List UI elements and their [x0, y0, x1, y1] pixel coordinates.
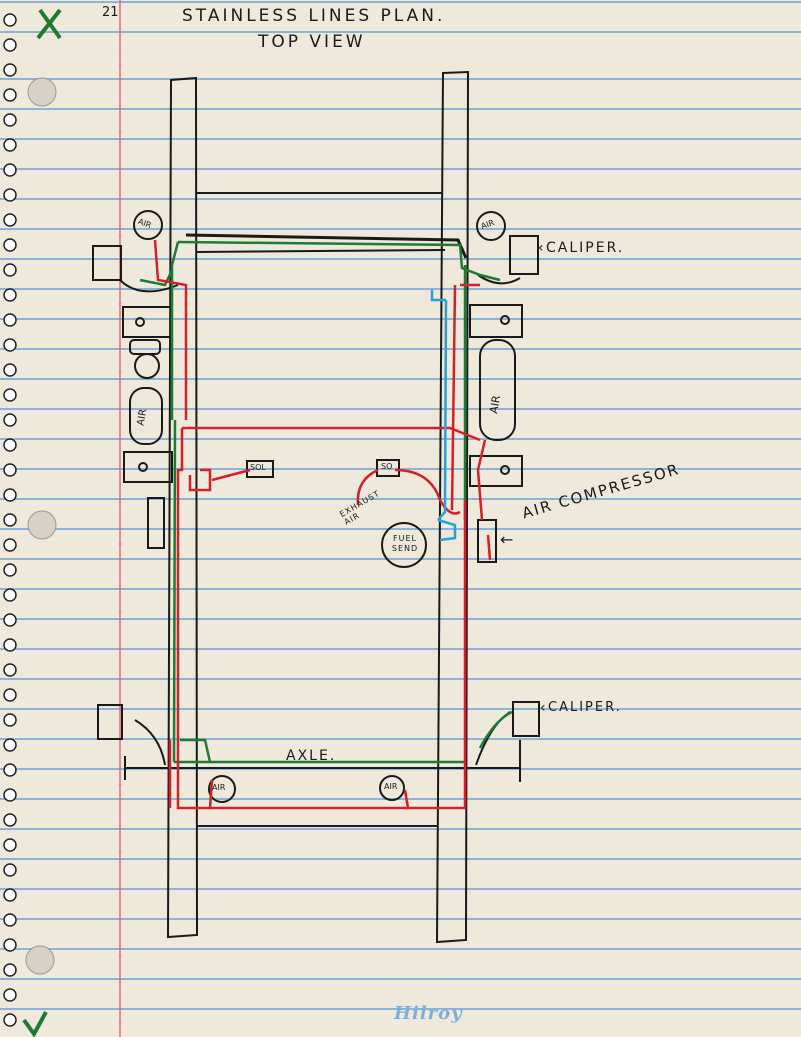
label-sol: SOL — [250, 463, 266, 472]
label-air-rear-left: AIR — [212, 783, 226, 792]
sol-box — [376, 459, 400, 477]
axle — [124, 740, 521, 782]
red-lines — [153, 239, 492, 810]
fuel-send-circle — [381, 522, 427, 568]
left-front-caliper-box — [92, 245, 122, 281]
left-frame-rail — [166, 76, 199, 939]
left-valve — [147, 497, 165, 549]
air-bag-front-right — [476, 211, 506, 241]
left-bracket-2 — [123, 451, 173, 483]
left-small-tank — [129, 339, 161, 355]
right-bracket-2 — [469, 455, 523, 487]
right-front-caliper-box — [509, 235, 539, 275]
arrow-air-compressor: ← — [500, 530, 516, 549]
right-air-bag-mid — [479, 339, 516, 441]
rear-left-caliper-box — [97, 704, 123, 740]
wheel-arc-rear-left — [134, 719, 166, 766]
black-brake-line — [185, 233, 468, 259]
left-small-fitting — [134, 353, 160, 379]
left-bracket-1 — [122, 306, 172, 338]
air-bag-rear-left — [208, 775, 236, 803]
rear-right-caliper-box — [512, 701, 540, 737]
air-bag-front-left — [133, 210, 163, 240]
left-air-bag-mid — [129, 387, 163, 445]
label-caliper-front: CALIPER. — [546, 240, 625, 256]
sol-box-2 — [246, 460, 274, 478]
right-bracket-1 — [469, 304, 523, 338]
arrow-caliper-rear: ‹ — [540, 700, 548, 716]
label-caliper-rear: CALIPER. — [548, 700, 622, 715]
crossmember-upper — [195, 249, 446, 253]
page-subtitle: TOP VIEW — [258, 32, 366, 52]
binder-punch-holes — [25, 77, 57, 975]
label-so: SO — [381, 462, 393, 471]
frame — [166, 70, 470, 944]
label-axle: AXLE. — [286, 748, 337, 764]
brand-logo: Hilroy — [394, 1003, 463, 1024]
spiral-binding — [3, 13, 17, 1027]
arrow-caliper-front: ‹ — [538, 240, 546, 256]
green-lines — [139, 240, 513, 764]
label-fuel-send: FUEL SEND — [391, 534, 419, 553]
wheel-arc-rear-right — [475, 711, 511, 766]
air-bag-rear-right — [379, 775, 405, 801]
label-air-rear-right: AIR — [384, 782, 398, 791]
brackets — [92, 235, 540, 740]
air-compressor-box — [477, 519, 497, 563]
air-bags — [119, 210, 521, 803]
blue-lines — [430, 290, 457, 542]
wheel-arc-front-right — [477, 274, 521, 285]
checkmarks — [22, 8, 62, 1037]
page-number: 21 — [102, 5, 119, 20]
right-frame-rail — [435, 70, 470, 944]
page-title: STAINLESS LINES PLAN. — [182, 6, 446, 26]
